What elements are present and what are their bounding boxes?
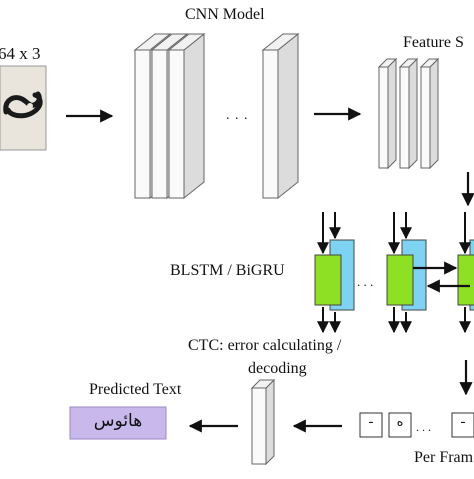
blstm-label: BLSTM / BiGRU [170,262,285,279]
frame-box-1 [359,412,383,438]
feature-sequence-title: Feature S [403,34,464,51]
frame-box-3 [451,412,474,438]
blstm-unit-1 [314,212,355,334]
input-image [0,65,47,151]
cnn-ellipsis: . . . [226,108,249,123]
cnn-block-3 [167,32,206,200]
input-size-label: 64 x 3 [0,44,41,63]
frame-2-value: ه [396,415,404,430]
feature-block-2 [398,57,419,170]
feature-block-1 [377,57,398,170]
blstm-unit-2 [386,212,427,334]
per-frame-label: Per Fram [414,449,474,466]
predicted-word-box [69,406,167,440]
blstm-ellipsis: . . . [357,274,374,289]
frame-1-value: - [368,414,374,430]
cnn-block-4 [261,32,300,200]
feature-block-3 [419,57,440,170]
predicted-word: هائوس [93,411,143,431]
ctc-label-line2: decoding [248,360,307,377]
ctc-label-line1: CTC: error calculating / [188,337,342,354]
cnn-model-title: CNN Model [185,6,265,23]
frames-ellipsis: . . . [416,420,431,434]
frame-3-value: - [460,414,466,430]
decoder-block [250,378,276,466]
blstm-unit-3 [457,212,474,334]
frame-box-2 [388,412,412,438]
predicted-text-title: Predicted Text [89,381,182,398]
